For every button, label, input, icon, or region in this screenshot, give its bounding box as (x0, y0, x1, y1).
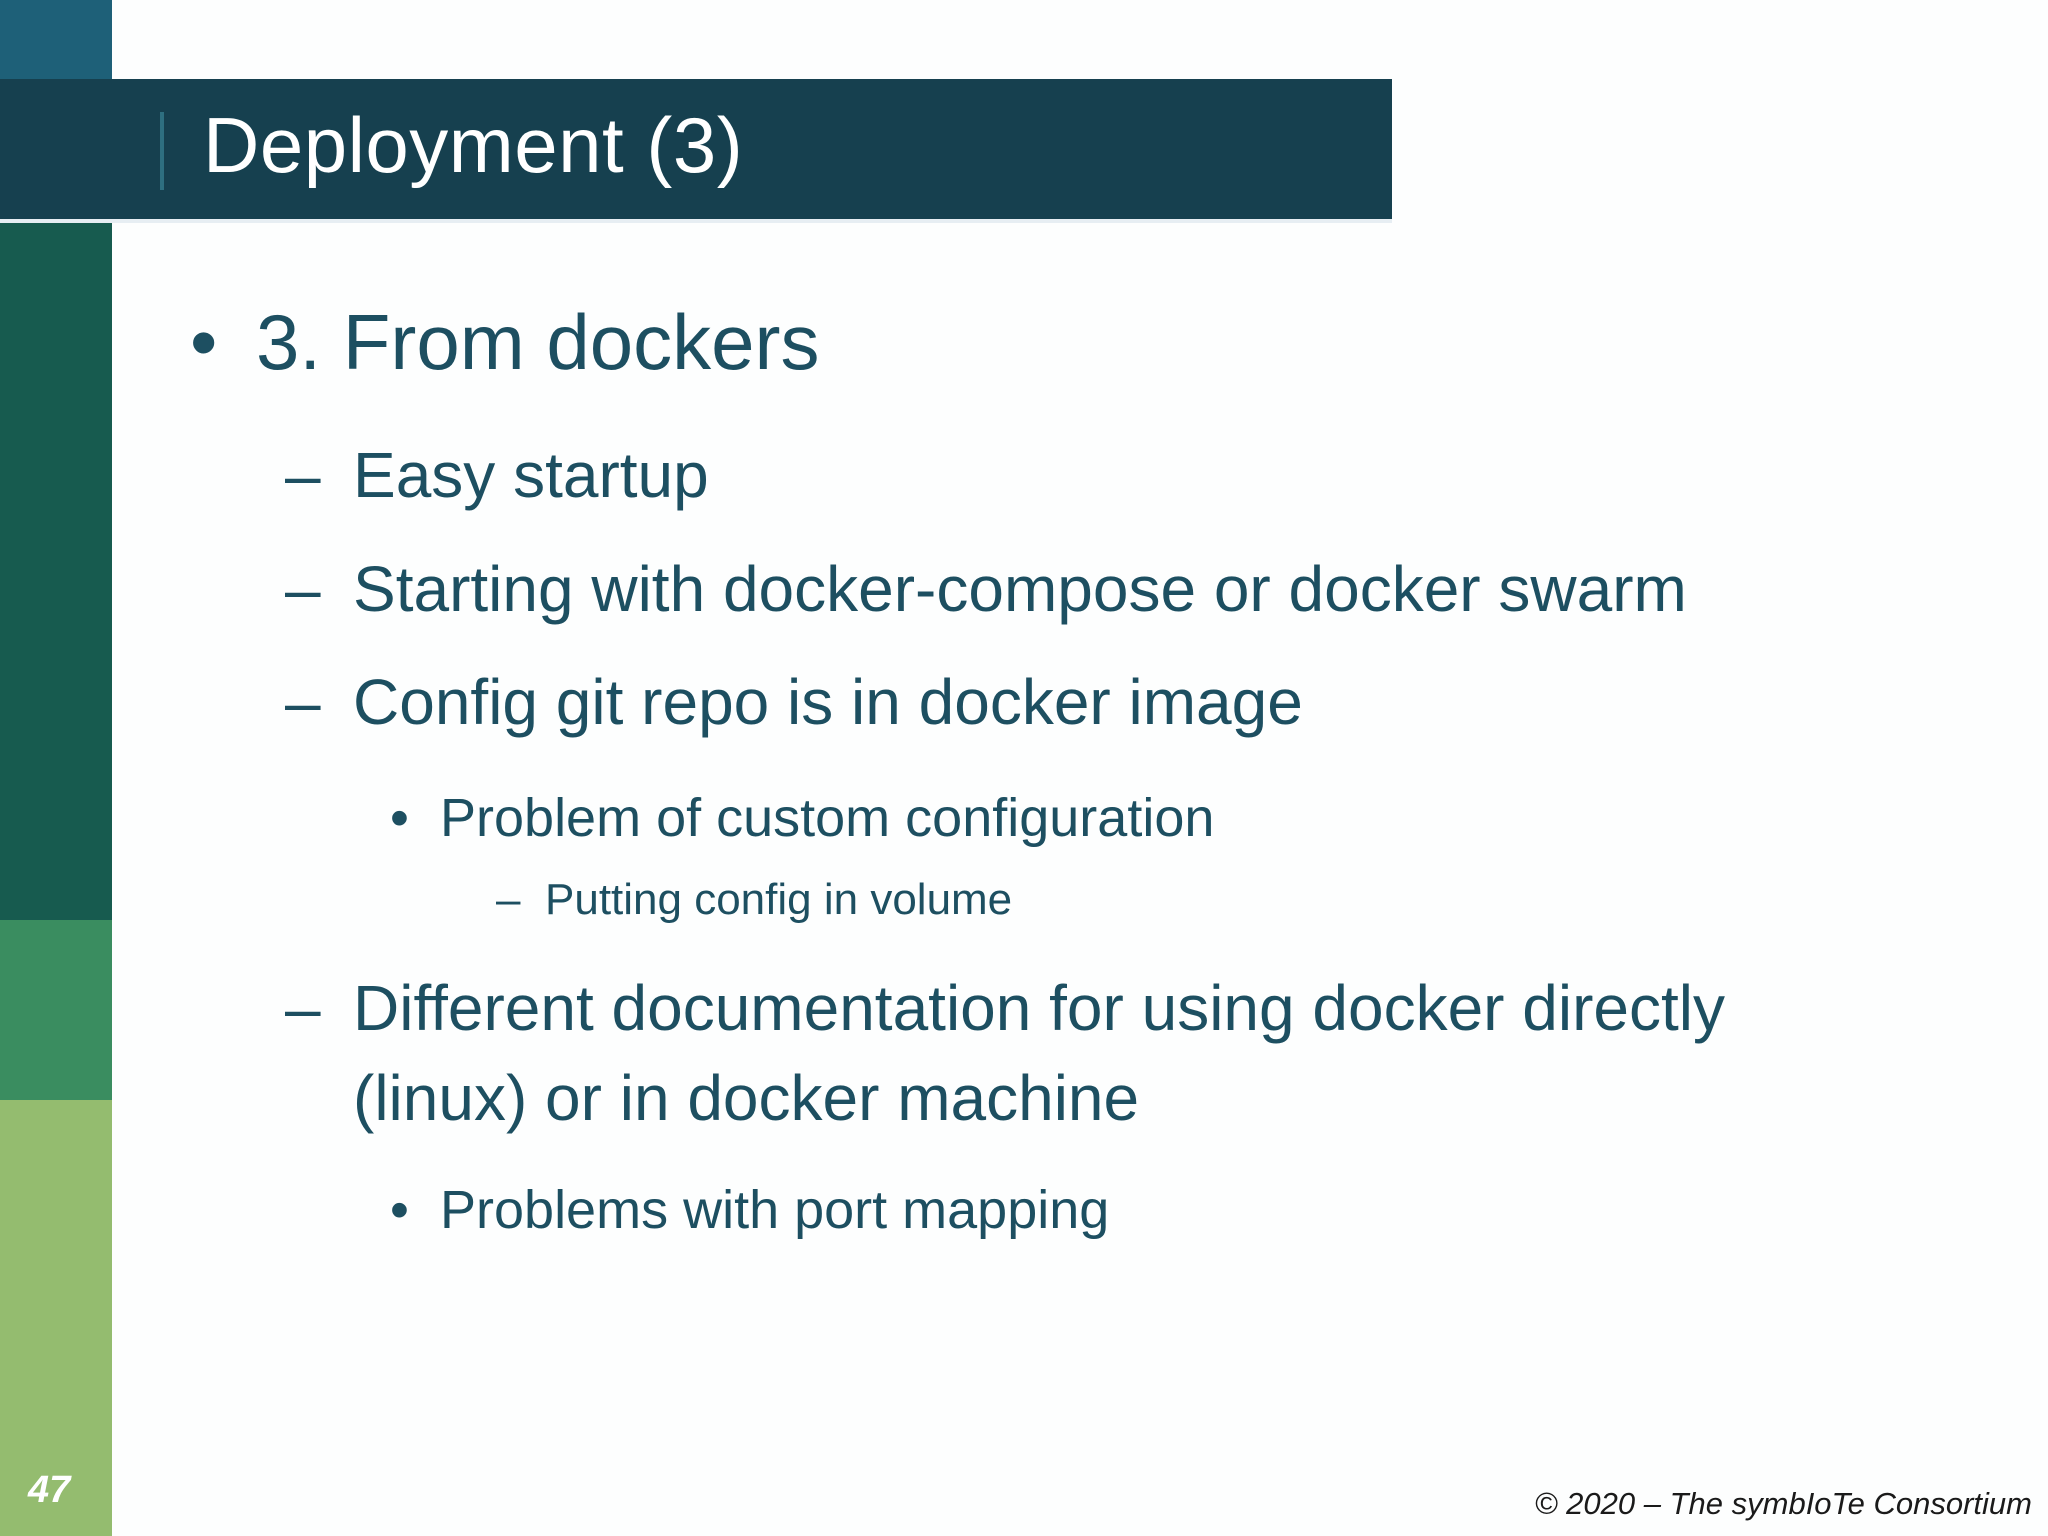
page-number: 47 (28, 1469, 71, 1511)
stripe-dark-green (0, 223, 112, 920)
bullet-item-different-documentation: – Different documentation for using dock… (190, 964, 1990, 1143)
title-bar: Deployment (3) (0, 79, 1392, 223)
bullet-dot-icon: • (190, 298, 218, 386)
bullet-text: Config git repo is in docker image (353, 666, 1303, 739)
dash-icon: – (285, 552, 321, 625)
bullet-dot-icon: • (390, 787, 409, 848)
dash-icon: – (496, 874, 521, 924)
stripe-light-green (0, 1100, 112, 1536)
bullet-item-easy-startup: – Easy startup (190, 431, 1990, 521)
footer-copyright: © 2020 – The symbIoTe Consortium (1534, 1486, 2032, 1521)
dash-icon: – (285, 439, 321, 512)
bullet-item-config-in-volume: – Putting config in volume (190, 869, 1990, 931)
bullet-text-line-1: Different documentation for using docker… (353, 972, 1725, 1045)
bullet-item-config-git-repo: – Config git repo is in docker image (190, 658, 1990, 748)
bullet-item-port-mapping: • Problems with port mapping (190, 1173, 1990, 1249)
dash-icon: – (285, 972, 321, 1045)
bullet-item-docker-compose: – Starting with docker-compose or docker… (190, 545, 1990, 635)
bullet-text: 3. From dockers (256, 298, 820, 386)
bullet-text: Easy startup (353, 439, 709, 512)
title-accent-line (160, 112, 164, 190)
bullet-text: Problems with port mapping (440, 1180, 1110, 1241)
dash-icon: – (285, 666, 321, 739)
bullet-dot-icon: • (390, 1180, 409, 1241)
content-area: • 3. From dockers – Easy startup – Start… (190, 288, 1990, 1261)
bullet-text-line-2: (linux) or in docker machine (353, 1061, 1140, 1134)
bullet-item-from-dockers: • 3. From dockers (190, 288, 1990, 397)
bullet-text: Problem of custom configuration (440, 787, 1215, 848)
bullet-item-custom-configuration: • Problem of custom configuration (190, 781, 1990, 857)
page-title: Deployment (3) (203, 100, 744, 189)
bullet-text: Putting config in volume (545, 874, 1013, 924)
bullet-text: Different documentation for using docker… (353, 964, 1990, 1143)
stripe-green (0, 920, 112, 1100)
bullet-text: Starting with docker-compose or docker s… (353, 552, 1687, 625)
stripe-teal (0, 0, 112, 79)
